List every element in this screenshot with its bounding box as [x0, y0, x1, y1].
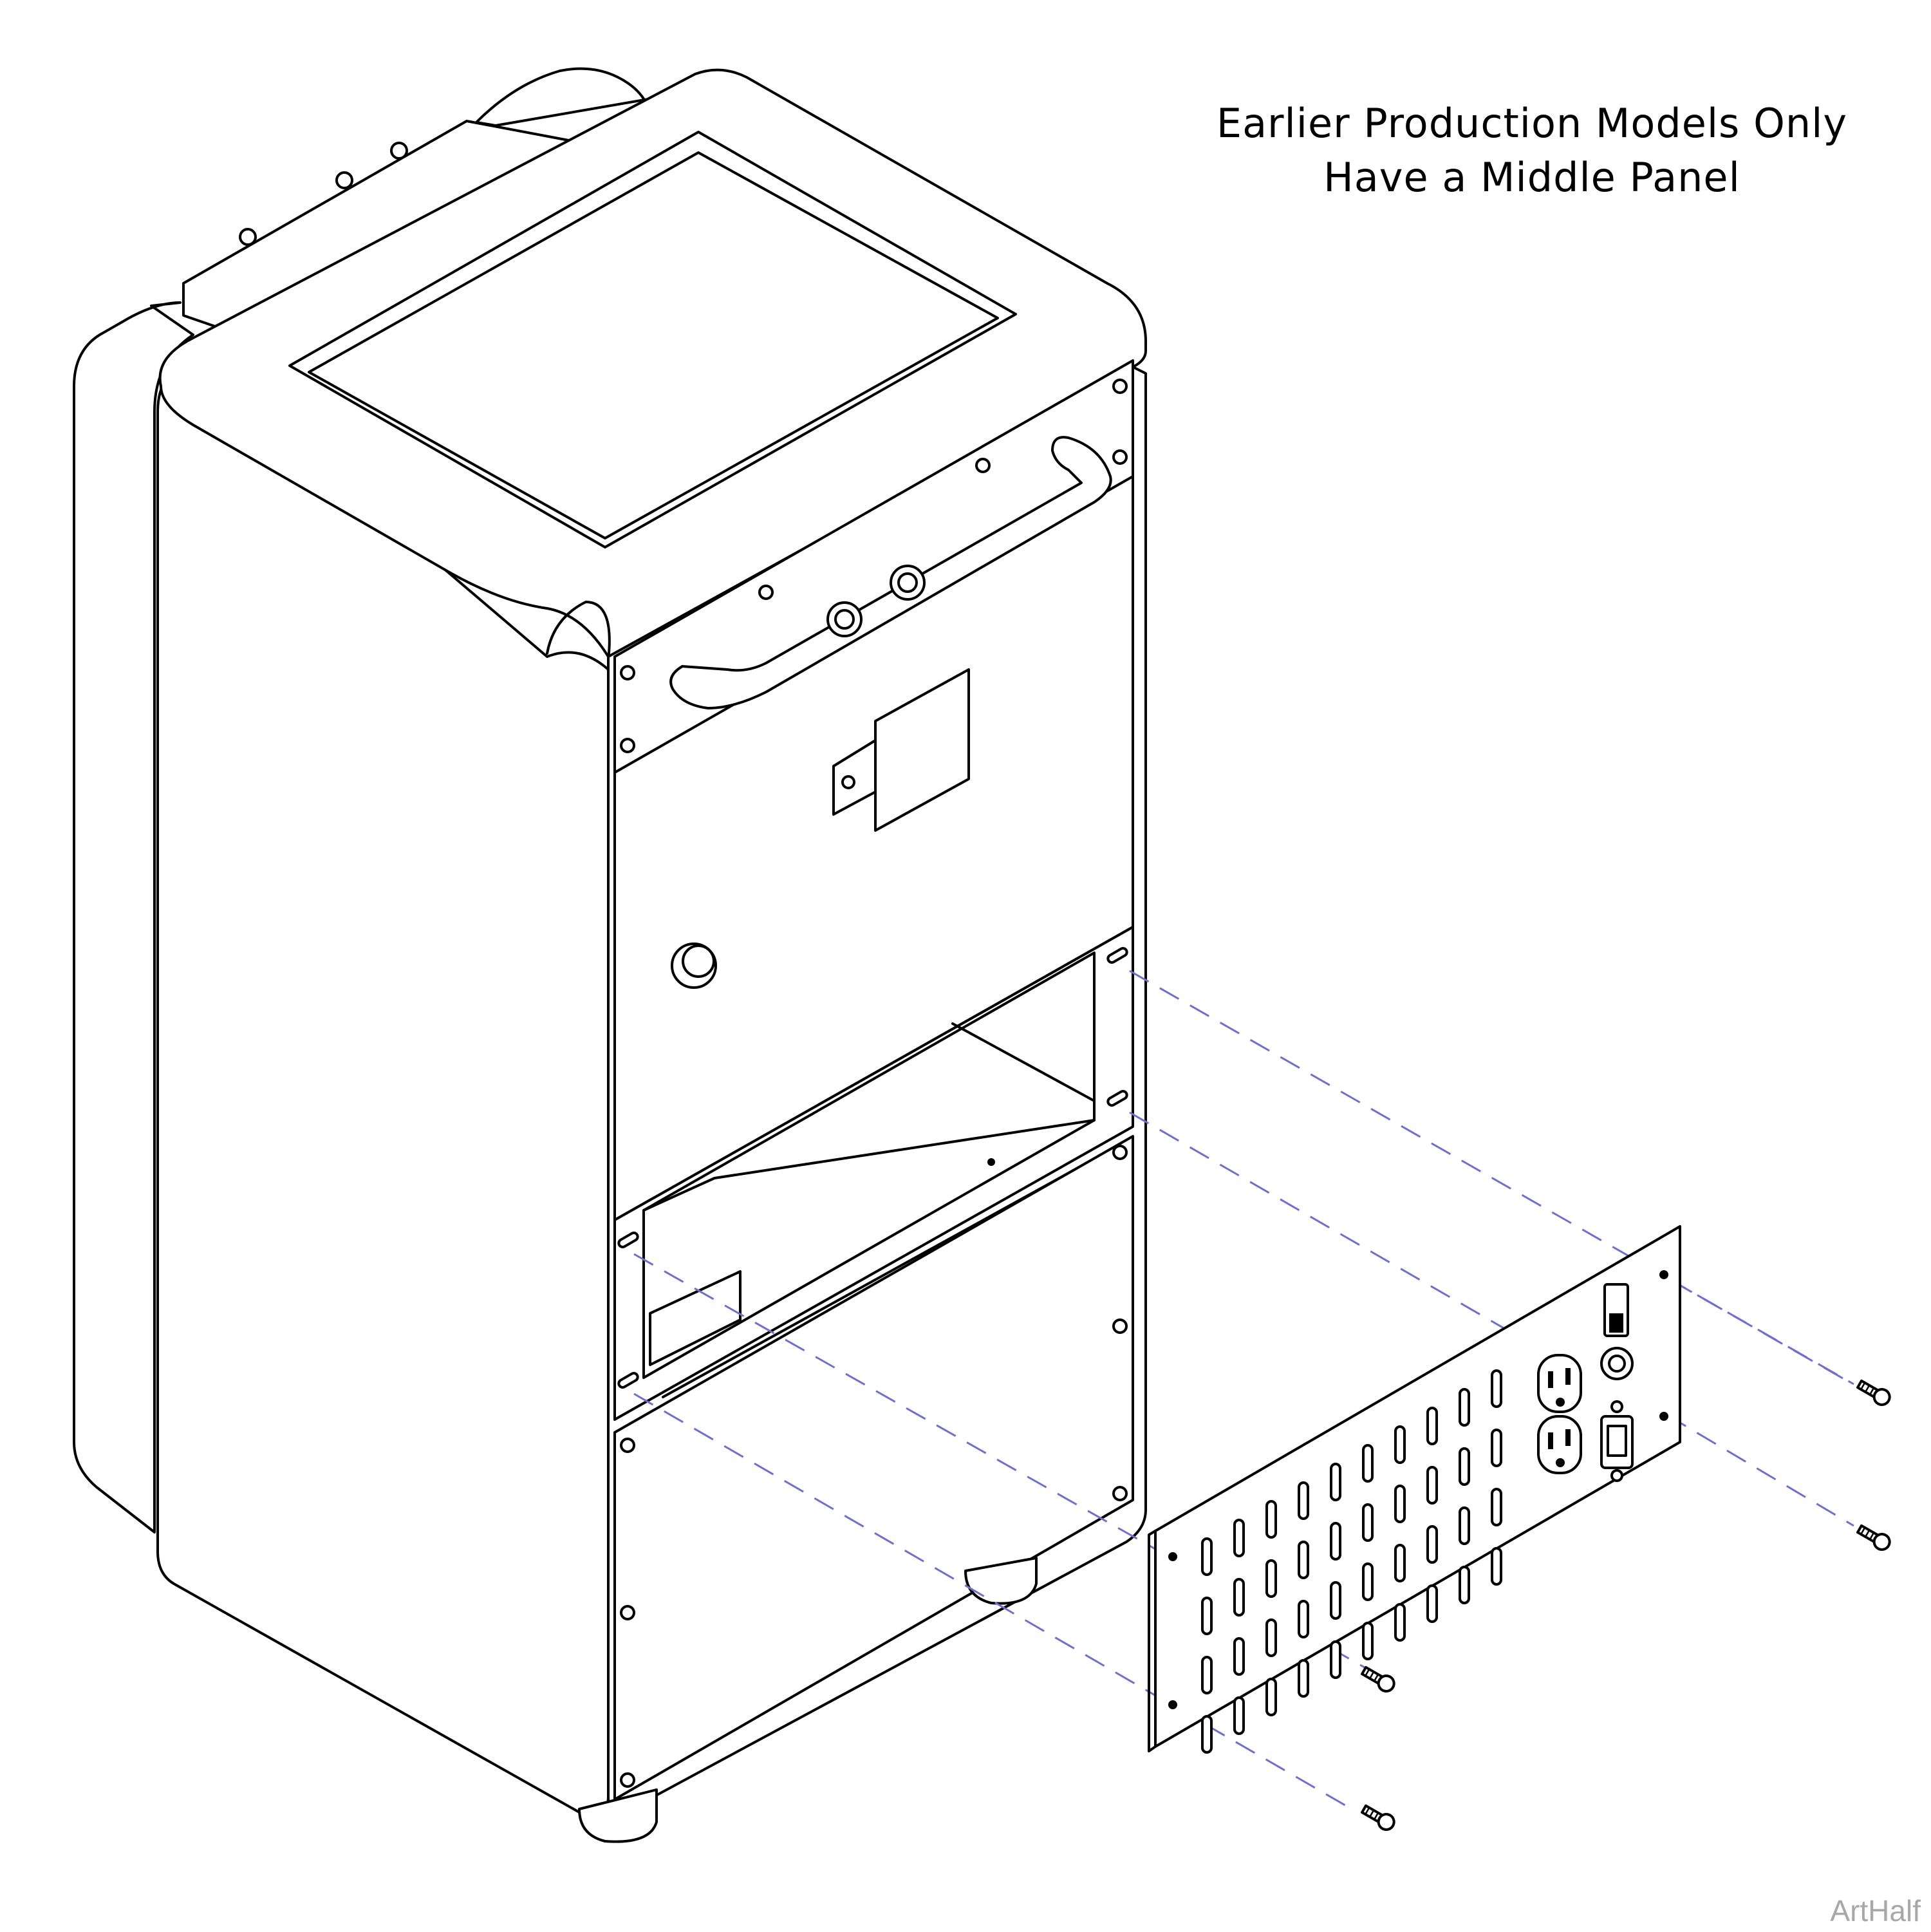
vent-slot: [1330, 1581, 1341, 1620]
fuse-holder-cap: [1608, 1355, 1626, 1373]
fitting-left-inner: [834, 609, 855, 630]
vent-slot: [1491, 1547, 1502, 1586]
vent-slot: [1394, 1603, 1406, 1642]
duplex-outlet: [1537, 1354, 1582, 1474]
middle-panel: [1148, 1225, 1681, 1754]
vent-slot: [1298, 1481, 1309, 1520]
power-inlet: [1600, 1415, 1634, 1469]
fitting-right: [890, 565, 926, 601]
panel-edge: [1148, 1530, 1157, 1752]
vent-slot: [1233, 1696, 1245, 1735]
vent-slot: [1491, 1369, 1502, 1408]
lower-front-panel: [613, 1135, 1134, 1801]
vent-slot: [1394, 1485, 1406, 1523]
vent-slot: [1265, 1500, 1277, 1539]
screw-3: [1361, 1665, 1395, 1693]
rear-knob-3: [390, 142, 408, 160]
panel-holes: [1168, 1270, 1668, 1709]
screw-1: [1856, 1379, 1891, 1406]
front-corner-edge: [546, 601, 611, 661]
upper-panel-screws: [620, 379, 1128, 753]
vent-slot: [1491, 1429, 1502, 1467]
fitting-left: [826, 601, 863, 637]
vent-slot: [1330, 1640, 1341, 1679]
cabinet: [73, 67, 1147, 1843]
vent-slot: [1394, 1425, 1406, 1464]
vent-slot: [1201, 1656, 1213, 1694]
panel-knob-face: [682, 944, 715, 978]
bracket-bolt: [841, 775, 855, 789]
fitting-right-inner: [897, 572, 918, 593]
power-inlet-socket: [1607, 1425, 1627, 1457]
vent-slot: [1426, 1466, 1438, 1505]
power-switch-rocker: [1609, 1313, 1623, 1333]
inner-hole: [987, 1158, 995, 1166]
loose-screws: [1361, 1379, 1891, 1831]
callout-line-1: Earlier Production Models Only: [1216, 100, 1848, 147]
inlet-screw-top: [1610, 1400, 1623, 1413]
vent-slot: [1362, 1444, 1374, 1483]
vent-slot: [1459, 1506, 1470, 1545]
fuse-holder: [1600, 1347, 1634, 1380]
vent-slot: [1233, 1637, 1245, 1676]
vent-slot: [1233, 1578, 1245, 1617]
middle-opening-shelf: [642, 1022, 1096, 1212]
vent-slot: [1426, 1584, 1438, 1623]
vent-slot: [1298, 1659, 1309, 1698]
foot-front: [578, 1788, 658, 1843]
vent-slot: [1394, 1544, 1406, 1582]
middle-slots: [617, 947, 1128, 1389]
vent-slot: [1201, 1715, 1213, 1754]
screw-4: [1361, 1804, 1395, 1831]
callout-line-2: Have a Middle Panel: [1323, 154, 1740, 201]
vent-slot: [1491, 1488, 1502, 1526]
vent-slot: [1459, 1566, 1470, 1604]
vent-slot: [1330, 1463, 1341, 1501]
vent-slot: [1265, 1559, 1277, 1598]
art-credit: ArtHalf: [1830, 1894, 1921, 1927]
vent-slot: [1426, 1525, 1438, 1564]
callout-note: Earlier Production Models Only Have a Mi…: [1120, 97, 1931, 205]
vent-slot: [1265, 1618, 1277, 1657]
top-screen-frame: [288, 131, 1017, 549]
vent-slot: [1426, 1407, 1438, 1445]
inlet-screw-bottom: [1610, 1469, 1623, 1482]
top-screen-inner: [308, 151, 999, 539]
vent-slot: [1459, 1447, 1470, 1486]
vent-slot: [1459, 1388, 1470, 1427]
lower-panel-screws: [620, 1145, 1128, 1788]
vent-slot: [1362, 1562, 1374, 1601]
ventilation-slots: [1201, 1369, 1502, 1754]
vent-slot: [1201, 1597, 1213, 1635]
vent-slot: [1233, 1519, 1245, 1557]
handle: [669, 436, 1112, 709]
vent-slot: [1330, 1522, 1341, 1561]
rear-knob-1: [239, 228, 257, 246]
vent-slot: [1362, 1503, 1374, 1542]
vent-slot: [1201, 1537, 1213, 1576]
vent-slot: [1362, 1622, 1374, 1660]
screw-2: [1856, 1524, 1891, 1551]
rear-knob-2: [335, 171, 353, 189]
inner-component: [649, 1270, 742, 1366]
vent-slot: [1265, 1678, 1277, 1716]
panel-label: [874, 668, 970, 832]
vent-slot: [1298, 1541, 1309, 1579]
vent-slot: [1298, 1600, 1309, 1638]
